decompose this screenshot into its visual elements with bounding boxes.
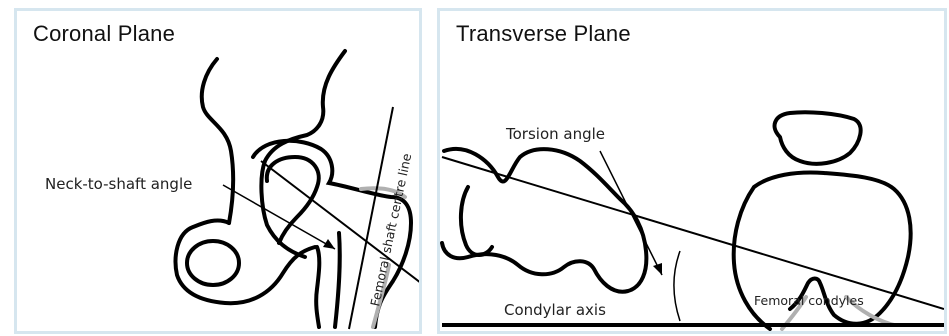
- acetabulum-outline: [176, 220, 315, 303]
- obturator-foramen: [187, 241, 239, 285]
- torsion-angle-arrow: [600, 151, 662, 275]
- ilium-outline: [202, 59, 233, 223]
- patella-outline: [775, 112, 861, 164]
- coronal-hip-drawing: Neck-to-shaft angle Femoral shaft centre…: [17, 11, 419, 331]
- femoral-condyles-label: Femoral condyles: [754, 293, 864, 308]
- torsion-arc: [674, 251, 680, 321]
- torsion-angle-arrowhead: [653, 263, 662, 275]
- proximal-femur-inner: [461, 187, 492, 255]
- neck-to-shaft-label: Neck-to-shaft angle: [45, 175, 192, 193]
- lesser-trochanter-outline: [316, 247, 319, 327]
- transverse-plane-panel: Transverse Plane Torsion angle Condylar …: [437, 8, 947, 334]
- transverse-femur-drawing: Torsion angle Condylar axis Femoral cond…: [440, 11, 944, 331]
- condylar-axis-label: Condylar axis: [504, 301, 606, 319]
- femoral-shaft-outline-left: [335, 233, 340, 327]
- pelvis-inner-outline: [261, 51, 345, 257]
- coronal-plane-panel: Coronal Plane Neck-to-shaft angle Femora…: [14, 8, 422, 334]
- proximal-femur-outline: [442, 149, 646, 292]
- torsion-angle-label: Torsion angle: [505, 125, 605, 143]
